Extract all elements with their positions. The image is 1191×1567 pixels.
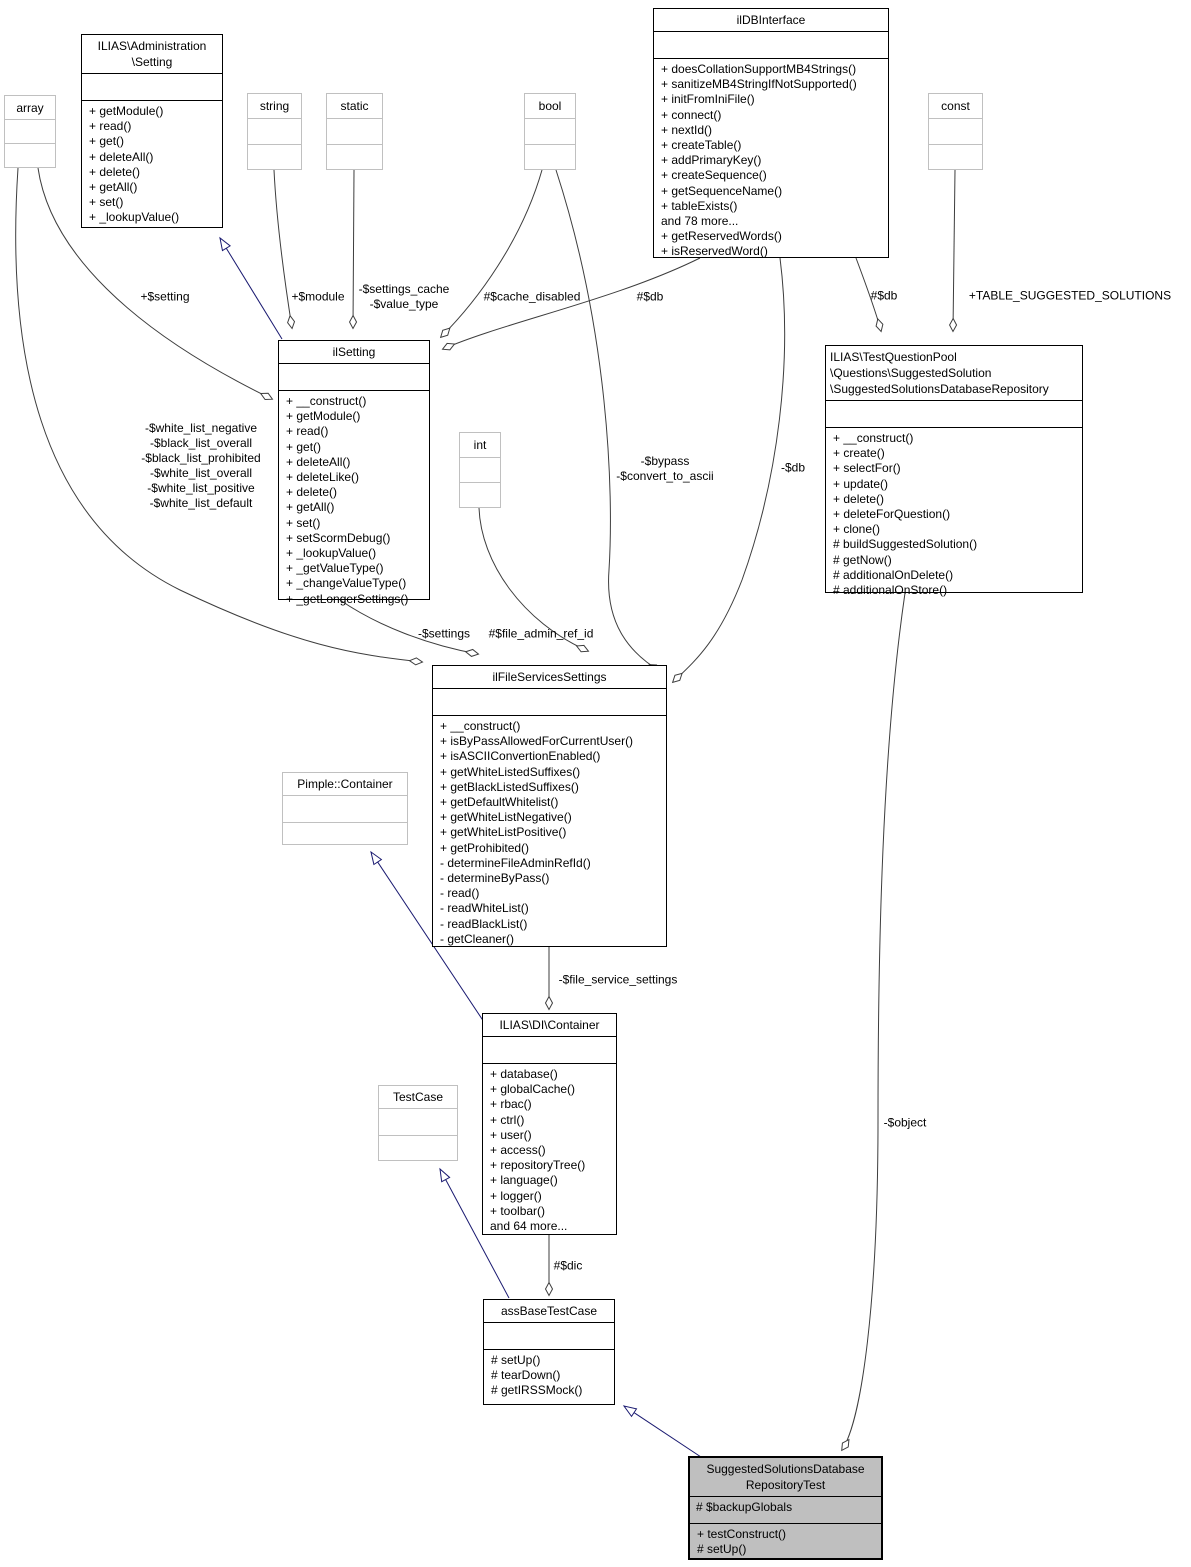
edge-array-to-ilsetting: [37, 167, 272, 399]
class-title: assBaseTestCase: [484, 1300, 614, 1323]
type-box-array: array: [4, 95, 56, 168]
edge-label-dic: #$dic: [553, 1258, 583, 1273]
type-empty-attributes: [525, 119, 575, 145]
edge-repository-to-test: [842, 592, 906, 1450]
class-methods: + __construct()+ create()+ selectFor()+ …: [833, 431, 978, 598]
class-attributes: [279, 364, 429, 391]
edge-static-to-ilsetting: [353, 169, 354, 328]
type-empty-methods: [5, 144, 55, 167]
edge-label-cache-disabled: #$cache_disabled: [483, 289, 581, 304]
edge-label-db-ilsetting: #$db: [636, 289, 664, 304]
class-title: ilFileServicesSettings: [433, 666, 666, 689]
class-title: TestCase: [379, 1086, 457, 1109]
class-attributes: [484, 1323, 614, 1350]
type-title: int: [460, 433, 500, 458]
class-methods: + database()+ globalCache()+ rbac()+ ctr…: [490, 1067, 586, 1234]
type-empty-methods: [248, 145, 301, 169]
type-title: static: [327, 94, 382, 120]
edge-string-to-ilsetting: [273, 169, 292, 328]
edge-label-bypass: -$bypass-$convert_to_ascii: [616, 454, 714, 483]
class-box-assbasetestcase[interactable]: assBaseTestCase # setUp()# tearDown()# g…: [483, 1299, 615, 1405]
class-methods: [283, 823, 407, 844]
type-title: const: [929, 94, 982, 120]
class-attributes: [483, 1037, 616, 1064]
class-box-ilias-di-container[interactable]: ILIAS\DI\Container + database()+ globalC…: [482, 1013, 617, 1235]
edge-ildbinterface-to-ilsetting: [443, 257, 701, 349]
class-attributes: [654, 32, 888, 59]
edge-bool-to-ilsetting: [441, 169, 543, 337]
inheritance-ilsetting-to-setting: [219, 236, 283, 340]
type-empty-methods: [327, 145, 382, 169]
inheritance-test-to-assbasetestcase: [622, 1405, 702, 1458]
edge-label-file-service-settings: -$file_service_settings: [558, 972, 678, 987]
class-box-ildbinterface[interactable]: ilDBInterface + doesCollationSupportMB4S…: [653, 8, 889, 258]
class-box-ilias-administration-setting[interactable]: ILIAS\Administration\Setting + getModule…: [81, 34, 223, 228]
class-attributes: [379, 1109, 457, 1136]
class-box-suggestedsolutionsdatabaserepository[interactable]: ILIAS\TestQuestionPool\Questions\Suggest…: [825, 345, 1083, 597]
class-title: ILIAS\Administration\Setting: [82, 35, 222, 74]
edge-label-table-suggested-solutions: +TABLE_SUGGESTED_SOLUTIONS: [968, 288, 1172, 303]
type-box-static: static: [326, 93, 383, 170]
inheritance-container-to-pimple: [370, 850, 485, 1023]
class-title: Pimple::Container: [283, 773, 407, 796]
class-methods: + __construct()+ getModule()+ read()+ ge…: [286, 394, 409, 606]
class-title: ilSetting: [279, 341, 429, 364]
type-empty-attributes: [929, 119, 982, 145]
class-methods: [379, 1136, 457, 1160]
type-title: string: [248, 94, 301, 120]
type-box-bool: bool: [524, 93, 576, 170]
class-methods: + doesCollationSupportMB4Strings()+ sani…: [661, 62, 857, 259]
class-attributes: [283, 796, 407, 823]
type-empty-methods: [929, 145, 982, 169]
edge-ildbinterface-to-ilfileservicessettings: [673, 257, 786, 682]
class-methods: + __construct()+ isByPassAllowedForCurre…: [440, 719, 634, 946]
class-box-ilfileservicessettings[interactable]: ilFileServicesSettings + __construct()+ …: [432, 665, 667, 947]
class-methods: + testConstruct()# setUp(): [697, 1527, 787, 1557]
type-box-int: int: [459, 432, 501, 508]
edge-int-to-ilfileservicessettings: [478, 507, 588, 651]
type-empty-methods: [525, 145, 575, 169]
edge-label-object: -$object: [883, 1115, 927, 1130]
class-methods: # setUp()# tearDown()# getIRSSMock(): [491, 1353, 583, 1398]
edge-bool-to-ilfileservicessettings: [555, 169, 660, 671]
type-empty-attributes: [248, 119, 301, 145]
edge-label-module: +$module: [291, 289, 345, 304]
class-box-pimple-container: Pimple::Container: [282, 772, 408, 845]
edge-label-file-admin-ref-id: #$file_admin_ref_id: [488, 626, 594, 641]
type-title: array: [5, 96, 55, 120]
type-empty-attributes: [5, 120, 55, 144]
class-title: ILIAS\DI\Container: [483, 1014, 616, 1037]
inheritance-assbasetestcase-to-testcase: [439, 1167, 510, 1299]
type-empty-attributes: [327, 119, 382, 145]
edge-label-setting: +$setting: [140, 289, 190, 304]
type-empty-attributes: [460, 458, 500, 483]
type-box-const: const: [928, 93, 983, 170]
edge-label-db-repository: #$db: [870, 288, 898, 303]
class-box-ilsetting[interactable]: ilSetting + __construct()+ getModule()+ …: [278, 340, 430, 606]
edge-ilsetting-to-ilfileservicessettings: [339, 599, 478, 654]
class-attributes: # $backupGlobals: [690, 1497, 881, 1524]
edge-label-settings: -$settings: [417, 626, 471, 641]
class-attributes: [433, 689, 666, 716]
class-attributes: [82, 74, 222, 101]
type-box-string: string: [247, 93, 302, 170]
class-methods: + getModule()+ read()+ get()+ deleteAll(…: [89, 104, 180, 225]
type-title: bool: [525, 94, 575, 120]
edge-label-settings-cache: -$settings_cache-$value_type: [358, 282, 450, 311]
edge-label-db-fss: -$db: [780, 460, 806, 475]
class-title: ILIAS\TestQuestionPool\Questions\Suggest…: [826, 346, 1082, 401]
edge-const-to-repository: [953, 169, 955, 331]
class-attributes: [826, 401, 1082, 428]
type-empty-methods: [460, 483, 500, 507]
edge-ildbinterface-to-repository: [855, 257, 881, 331]
edge-array-to-ilfileservicessettings: [15, 167, 422, 662]
edge-label-white-lists: -$white_list_negative-$black_list_overal…: [141, 421, 261, 510]
class-title: ilDBInterface: [654, 9, 888, 32]
class-box-testcase: TestCase: [378, 1085, 458, 1161]
